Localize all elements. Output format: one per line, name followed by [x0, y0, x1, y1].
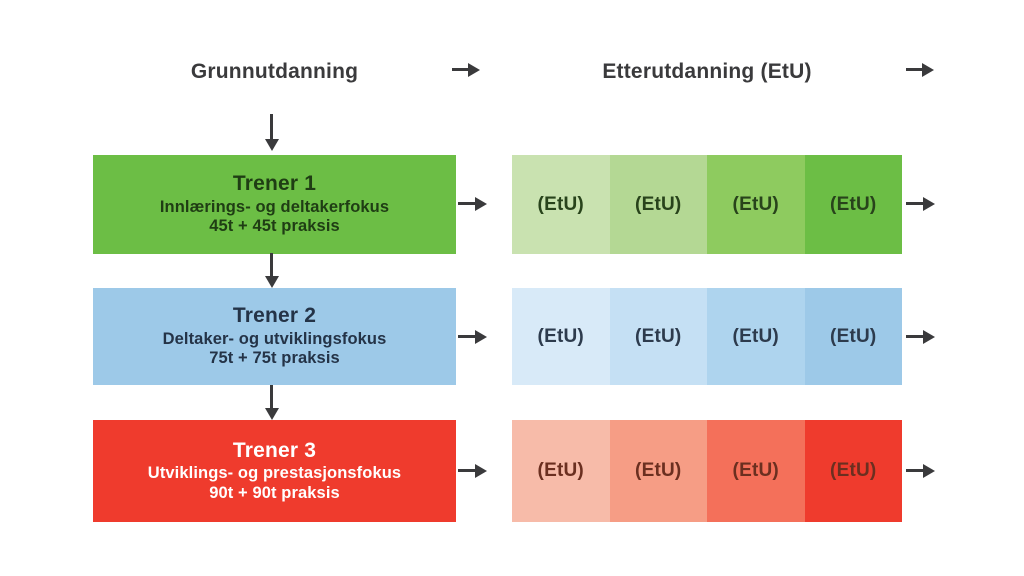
- arrow-right-icon-header-grunnutdanning: [452, 62, 480, 78]
- etu-strip-level-2: (EtU) (EtU) (EtU) (EtU): [512, 288, 902, 385]
- etu-cell-label: (EtU): [830, 460, 877, 481]
- arrow-shaft: [906, 335, 925, 338]
- etu-cell-label: (EtU): [732, 460, 779, 481]
- level-box-trener-2[interactable]: Trener 2 Deltaker- og utviklingsfokus 75…: [93, 288, 456, 385]
- etu-cell[interactable]: (EtU): [707, 420, 805, 522]
- arrow-shaft: [458, 335, 477, 338]
- etu-cell[interactable]: (EtU): [804, 420, 902, 522]
- arrow-shaft: [906, 469, 925, 472]
- arrow-shaft: [452, 68, 470, 71]
- level-title: Trener 1: [232, 172, 317, 196]
- arrow-head: [923, 464, 935, 478]
- level-box-trener-1[interactable]: Trener 1 Innlærings- og deltakerfokus 45…: [93, 155, 456, 254]
- etu-cell-label: (EtU): [830, 193, 877, 215]
- arrow-head: [922, 63, 934, 77]
- arrow-head: [468, 63, 480, 77]
- etu-cell[interactable]: (EtU): [804, 155, 902, 254]
- level-hours: 90t + 90t praksis: [209, 483, 340, 502]
- level-title: Trener 3: [232, 438, 317, 462]
- arrow-right-icon-header-etterutdanning: [906, 62, 934, 78]
- arrow-head: [265, 139, 279, 151]
- etu-strip-level-3: (EtU) (EtU) (EtU) (EtU): [512, 420, 902, 522]
- arrow-shaft: [270, 253, 273, 278]
- etu-cell-label: (EtU): [537, 325, 584, 347]
- arrow-shaft: [270, 385, 273, 410]
- arrow-shaft: [458, 202, 477, 205]
- arrow-shaft: [270, 114, 273, 141]
- etu-cell[interactable]: (EtU): [609, 420, 707, 522]
- arrow-head: [475, 197, 487, 211]
- column-header-etterutdanning: Etterutdanning (EtU): [602, 60, 812, 83]
- etu-strip-level-1: (EtU) (EtU) (EtU) (EtU): [512, 155, 902, 254]
- etu-cell[interactable]: (EtU): [512, 288, 610, 385]
- etu-cell-label: (EtU): [635, 193, 682, 215]
- arrow-shaft: [906, 68, 924, 71]
- etu-cell[interactable]: (EtU): [512, 420, 610, 522]
- arrow-right-icon-level-1-to-etu: [458, 196, 488, 212]
- arrow-right-icon-level-3-to-etu: [458, 463, 488, 479]
- arrow-shaft: [458, 469, 477, 472]
- etu-cell[interactable]: (EtU): [609, 155, 707, 254]
- arrow-head: [265, 408, 279, 420]
- etu-cell[interactable]: (EtU): [707, 288, 805, 385]
- arrow-right-icon-etu-3-onward: [906, 463, 936, 479]
- arrow-head: [923, 197, 935, 211]
- column-header-grunnutdanning: Grunnutdanning: [190, 60, 359, 83]
- level-box-trener-3[interactable]: Trener 3 Utviklings- og prestasjonsfokus…: [93, 420, 456, 522]
- etu-cell-label: (EtU): [537, 193, 584, 215]
- etu-cell-label: (EtU): [537, 460, 584, 481]
- arrow-head: [475, 464, 487, 478]
- etu-cell[interactable]: (EtU): [609, 288, 707, 385]
- level-subtitle: Deltaker- og utviklingsfokus: [162, 329, 387, 348]
- arrow-head: [923, 330, 935, 344]
- etu-cell-label: (EtU): [732, 193, 779, 215]
- etu-cell[interactable]: (EtU): [804, 288, 902, 385]
- arrow-right-icon-etu-2-onward: [906, 329, 936, 345]
- arrow-down-icon-level-2-to-3: [264, 385, 280, 421]
- etu-cell-label: (EtU): [732, 325, 779, 347]
- arrow-head: [265, 276, 279, 288]
- level-subtitle: Utviklings- og prestasjonsfokus: [147, 464, 402, 483]
- etu-cell[interactable]: (EtU): [512, 155, 610, 254]
- etu-cell-label: (EtU): [635, 460, 682, 481]
- level-title: Trener 2: [232, 304, 317, 328]
- arrow-head: [475, 330, 487, 344]
- arrow-shaft: [906, 202, 925, 205]
- etu-cell[interactable]: (EtU): [707, 155, 805, 254]
- arrow-down-icon-into-level-1: [264, 114, 280, 152]
- arrow-down-icon-level-1-to-2: [264, 253, 280, 289]
- etu-cell-label: (EtU): [635, 325, 682, 347]
- etu-cell-label: (EtU): [830, 325, 877, 347]
- arrow-right-icon-level-2-to-etu: [458, 329, 488, 345]
- level-subtitle: Innlærings- og deltakerfokus: [159, 197, 390, 216]
- arrow-right-icon-etu-1-onward: [906, 196, 936, 212]
- level-hours: 75t + 75t praksis: [209, 349, 340, 368]
- level-hours: 45t + 45t praksis: [209, 217, 340, 236]
